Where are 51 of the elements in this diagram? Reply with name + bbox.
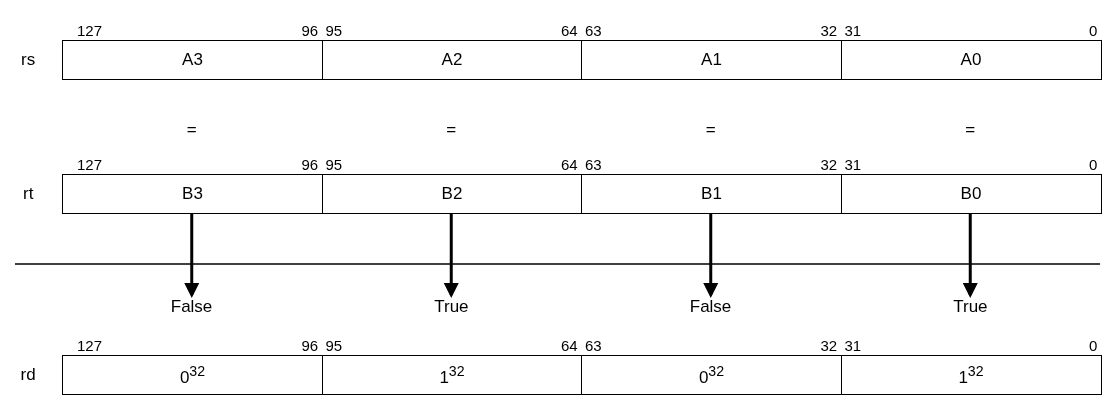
bit-number: 63 <box>585 157 602 173</box>
register-field: A0 <box>840 40 1102 80</box>
bit-number: 96 <box>301 338 319 354</box>
equals-sign: = <box>446 122 457 138</box>
bit-number: 96 <box>301 23 319 39</box>
result-text: True <box>953 297 988 317</box>
register-field: 0$^{32}$ <box>62 355 323 395</box>
arrow <box>443 214 459 298</box>
bit-number: 95 <box>325 23 343 39</box>
result-text: False <box>170 297 213 317</box>
result-text: True <box>434 297 469 317</box>
bit-number: 0 <box>1089 23 1098 39</box>
bit-number: 95 <box>325 338 343 354</box>
arrow <box>703 214 719 298</box>
register-field: 0$^{32}$ <box>581 355 842 395</box>
equals-sign: = <box>965 122 976 138</box>
result-text: False <box>689 297 732 317</box>
bit-number: 64 <box>561 23 578 39</box>
bit-number: 127 <box>77 157 103 173</box>
bit-number: 0 <box>1089 157 1098 173</box>
register-name: rs <box>21 52 36 68</box>
bit-number: 32 <box>820 338 838 354</box>
register-field: B0 <box>840 174 1102 214</box>
register-field: B3 <box>62 174 323 214</box>
bit-number: 63 <box>585 23 602 39</box>
register-field: A2 <box>321 40 583 80</box>
register-field: 1$^{32}$ <box>840 355 1102 395</box>
register-name: rd <box>20 367 36 383</box>
bit-number: 127 <box>77 338 103 354</box>
bit-number: 127 <box>77 23 103 39</box>
bit-number: 95 <box>325 157 343 173</box>
register-field: B2 <box>321 174 583 214</box>
bit-number: 64 <box>561 157 578 173</box>
equals-sign: = <box>186 122 197 138</box>
bit-number: 0 <box>1089 338 1098 354</box>
register-name: rt <box>23 186 34 202</box>
bit-number: 31 <box>844 23 862 39</box>
bit-number: 64 <box>561 338 578 354</box>
bit-number: 63 <box>585 338 602 354</box>
register-field: B1 <box>581 174 842 214</box>
bit-number: 31 <box>844 157 862 173</box>
register-field: A3 <box>62 40 323 80</box>
bit-number: 31 <box>844 338 862 354</box>
bit-number: 32 <box>820 157 838 173</box>
register-field: 1$^{32}$ <box>321 355 583 395</box>
arrow <box>184 214 200 298</box>
register-field: A1 <box>581 40 842 80</box>
arrow <box>962 214 978 298</box>
equals-sign: = <box>705 122 716 138</box>
bit-number: 96 <box>301 157 319 173</box>
bit-number: 32 <box>820 23 838 39</box>
